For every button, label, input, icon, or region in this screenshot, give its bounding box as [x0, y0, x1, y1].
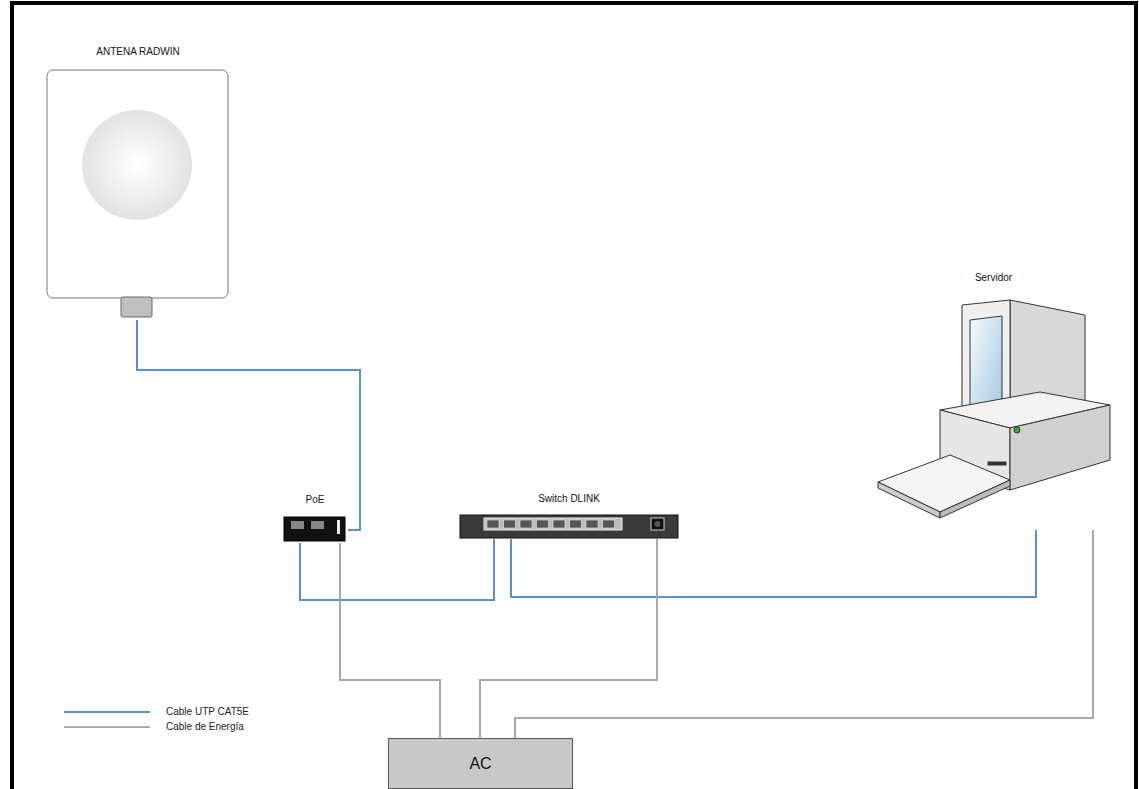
switch-port: [553, 520, 565, 528]
legend-line-sample: [62, 707, 152, 717]
legend-row: Cable de Energía: [62, 719, 249, 734]
antenna-node: ANTENA RADWIN: [45, 42, 231, 320]
switch-port: [570, 520, 582, 528]
legend-row: Cable UTP CAT5E: [62, 704, 249, 719]
switch-node: Switch DLINK: [458, 489, 680, 539]
ac-box: AC: [388, 738, 573, 789]
server-node: Servidor: [872, 268, 1115, 530]
legend-text: Cable de Energía: [166, 721, 244, 732]
cable: [300, 539, 494, 600]
switch-port: [520, 520, 532, 528]
frame: [12, 3, 1136, 789]
cable: [511, 530, 1036, 597]
switch-symbol: [460, 515, 678, 538]
switch-port: [537, 520, 549, 528]
power-label: AC: [467, 755, 493, 773]
device-label: Switch DLINK: [536, 493, 602, 504]
switch-port: [603, 520, 615, 528]
cable: [480, 539, 657, 738]
poe-node: PoE: [282, 490, 348, 543]
device-label: Servidor: [973, 272, 1014, 283]
legend-text: Cable UTP CAT5E: [166, 706, 249, 717]
switch-port: [487, 520, 499, 528]
poe-injector-symbol: [284, 517, 345, 541]
legend: Cable UTP CAT5E Cable de Energía: [62, 704, 249, 734]
cable: [340, 543, 440, 738]
computer-symbol: [878, 300, 1110, 518]
switch-port: [504, 520, 516, 528]
switch-port: [586, 520, 598, 528]
device-label: ANTENA RADWIN: [94, 46, 181, 57]
antenna-symbol: [47, 70, 228, 317]
cable: [137, 320, 360, 530]
cable: [515, 530, 1093, 738]
device-label: PoE: [304, 494, 327, 505]
legend-line-sample: [62, 722, 152, 732]
